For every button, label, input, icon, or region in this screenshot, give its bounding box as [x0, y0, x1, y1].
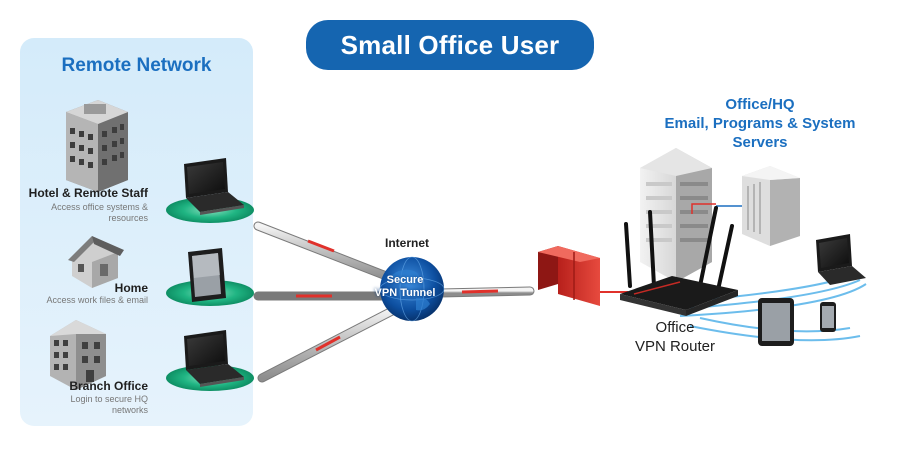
internet-label: Internet: [384, 236, 429, 250]
hotel-building-icon: [66, 100, 128, 192]
site-desc-home: Access work files & email: [13, 295, 148, 306]
office-tablet-icon: [758, 298, 794, 346]
server-rack-icon: [742, 166, 800, 246]
firewall-icon: [538, 246, 600, 306]
site-desc-branch-line2: networks: [111, 405, 148, 415]
router-label-line1: Office: [655, 319, 695, 336]
hotel-laptop-icon: [184, 158, 244, 215]
vpn-tunnel-label-line1: Secure: [386, 274, 424, 286]
hq-title-line1: Office/HQ: [725, 96, 795, 113]
office-laptop-icon: [816, 234, 866, 285]
hq-title-line3: Servers: [732, 134, 788, 151]
office-building-icon: [640, 148, 742, 282]
internet-globe: [379, 256, 445, 322]
site-desc-hotel-line1: Access office systems &: [51, 202, 148, 212]
tunnel-branch: [257, 304, 401, 383]
site-label-home: Home: [114, 281, 148, 295]
tunnel-hotel: [253, 221, 399, 284]
office-phone-icon: [820, 302, 836, 332]
router-label: Office VPN Router: [600, 318, 750, 356]
hq-title-line2: Email, Programs & System: [664, 115, 856, 132]
branch-office-building-icon: [50, 320, 106, 390]
hq-title: Office/HQ Email, Programs & System Serve…: [640, 95, 880, 152]
site-label-hotel: Hotel & Remote Staff: [28, 186, 148, 200]
remote-network-title: Remote Network: [61, 55, 212, 76]
site-desc-hotel: Access office systems & resources: [13, 202, 148, 224]
home-tablet-icon: [188, 248, 226, 302]
site-desc-branch-line1: Login to secure HQ: [70, 394, 148, 404]
router-label-line2: VPN Router: [634, 338, 716, 355]
branch-laptop-icon: [184, 330, 244, 387]
site-label-branch: Branch Office: [69, 379, 148, 393]
site-desc-hotel-line2: resources: [108, 213, 148, 223]
vpn-tunnel-label: Secure VPN Tunnel: [360, 274, 450, 300]
page-title: Small Office User: [306, 20, 594, 70]
vpn-tunnel-label-line2: VPN Tunnel: [374, 287, 436, 299]
home-house-icon: [68, 236, 124, 288]
site-desc-home-line1: Access work files & email: [46, 295, 148, 305]
tunnel-to-office: [435, 286, 628, 298]
vpn-router-icon: [620, 206, 738, 316]
site-desc-branch: Login to secure HQ networks: [13, 394, 148, 416]
